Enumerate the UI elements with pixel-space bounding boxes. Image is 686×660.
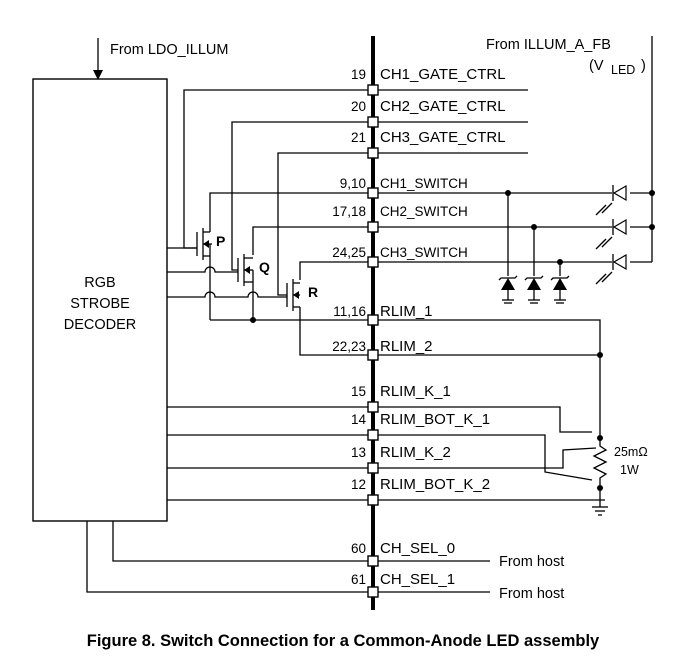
pin-pad-11 bbox=[367, 494, 379, 506]
pin-13: 61 CH_SEL_1 bbox=[351, 571, 455, 598]
sense-resistor bbox=[592, 438, 608, 516]
pin-pad-1 bbox=[367, 116, 379, 128]
led-3-icon bbox=[595, 253, 627, 285]
pin-number-7: 22,23 bbox=[332, 339, 366, 354]
ldo-supply-arrow bbox=[93, 38, 103, 80]
pin-number-2: 21 bbox=[351, 130, 366, 145]
pin-4: 17,18 CH2_SWITCH bbox=[332, 204, 468, 233]
pin-10: 13 RLIM_K_2 bbox=[351, 444, 451, 474]
decoder-label-line2: STROBE bbox=[70, 296, 130, 312]
pin-pad-0 bbox=[367, 84, 379, 96]
pin-name-11: RLIM_BOT_K_2 bbox=[380, 476, 490, 493]
pin-1: 20 CH2_GATE_CTRL bbox=[351, 98, 506, 128]
pin-name-5: CH3_SWITCH bbox=[380, 245, 468, 260]
channel-select-wires bbox=[86, 521, 490, 593]
pin-name-3: CH1_SWITCH bbox=[380, 176, 468, 191]
pin-2: 21 CH3_GATE_CTRL bbox=[351, 129, 506, 159]
pin-name-6: RLIM_1 bbox=[380, 303, 433, 320]
feedback-label: From ILLUM_A_FB bbox=[486, 37, 611, 53]
pin-pad-12 bbox=[367, 555, 379, 567]
pin-number-9: 14 bbox=[351, 412, 367, 427]
resistor-power: 1W bbox=[620, 463, 639, 477]
pin-6: 11,16 RLIM_1 bbox=[333, 303, 433, 326]
transistor-r-label: R bbox=[308, 284, 318, 300]
host-label-1: From host bbox=[499, 586, 564, 602]
decoder-label-line1: RGB bbox=[84, 275, 115, 291]
pin-number-4: 17,18 bbox=[332, 204, 366, 219]
transistor-q bbox=[237, 254, 254, 320]
figure-caption: Figure 8. Switch Connection for a Common… bbox=[87, 632, 600, 650]
transistor-r bbox=[286, 279, 300, 311]
decoder-gate-wires bbox=[167, 247, 287, 298]
pin-pad-9 bbox=[367, 429, 379, 441]
transistor-p bbox=[196, 225, 212, 320]
zener-diode-2-icon bbox=[524, 224, 544, 304]
pin-number-6: 11,16 bbox=[333, 304, 366, 319]
anode-feed-wire bbox=[630, 36, 655, 263]
pin-number-8: 15 bbox=[351, 384, 366, 399]
pin-name-8: RLIM_K_1 bbox=[380, 383, 451, 400]
pin-name-2: CH3_GATE_CTRL bbox=[380, 129, 506, 146]
pin-name-10: RLIM_K_2 bbox=[380, 444, 451, 461]
vled-open: (V bbox=[589, 58, 604, 74]
pin-3: 9,10 CH1_SWITCH bbox=[340, 176, 468, 199]
zener-diode-3-icon bbox=[550, 259, 570, 304]
decoder-block bbox=[32, 78, 168, 522]
pin-pad-8 bbox=[367, 401, 379, 413]
pin-12: 60 CH_SEL_0 bbox=[351, 540, 455, 567]
pin-number-3: 9,10 bbox=[340, 176, 366, 191]
pin-pad-4 bbox=[367, 221, 379, 233]
pin-number-5: 24,25 bbox=[332, 245, 366, 260]
pin-number-0: 19 bbox=[351, 67, 366, 82]
host-label-0: From host bbox=[499, 554, 564, 570]
led-2-icon bbox=[595, 218, 627, 250]
pin-7: 22,23 RLIM_2 bbox=[332, 338, 433, 361]
pin-number-10: 13 bbox=[351, 445, 366, 460]
pin-pad-6 bbox=[367, 314, 379, 326]
pin-pad-10 bbox=[367, 462, 379, 474]
pin-name-7: RLIM_2 bbox=[380, 338, 433, 355]
pin-layer: 19 CH1_GATE_CTRL 20 CH2_GATE_CTRL 21 CH3_GATE… bbox=[332, 66, 506, 598]
pin-number-13: 61 bbox=[351, 572, 366, 587]
pin-5: 24,25 CH3_SWITCH bbox=[332, 245, 468, 268]
pin-0: 19 CH1_GATE_CTRL bbox=[351, 66, 506, 96]
pin-pad-7 bbox=[367, 349, 379, 361]
rlim-wires bbox=[210, 307, 603, 438]
pin-number-1: 20 bbox=[351, 99, 366, 114]
zener-diode-1-icon bbox=[498, 190, 518, 304]
pin-pad-5 bbox=[367, 256, 379, 268]
transistor-p-label: P bbox=[216, 233, 225, 249]
pin-pad-13 bbox=[367, 586, 379, 598]
pin-11: 12 RLIM_BOT_K_2 bbox=[351, 476, 490, 506]
ldo-supply-label: From LDO_ILLUM bbox=[110, 42, 228, 58]
pin-number-12: 60 bbox=[351, 541, 366, 556]
pin-name-4: CH2_SWITCH bbox=[380, 204, 468, 219]
vled-subscript: LED bbox=[611, 63, 635, 77]
pin-pad-3 bbox=[367, 187, 379, 199]
vled-close: ) bbox=[641, 58, 646, 74]
pin-8: 15 RLIM_K_1 bbox=[351, 383, 451, 413]
transistor-q-label: Q bbox=[259, 259, 270, 275]
decoder-label-line3: DECODER bbox=[64, 317, 137, 333]
pin-number-11: 12 bbox=[351, 477, 366, 492]
led-1-icon bbox=[595, 184, 627, 216]
switch-wires bbox=[209, 192, 612, 280]
pin-pad-2 bbox=[367, 147, 379, 159]
pin-name-1: CH2_GATE_CTRL bbox=[380, 98, 506, 115]
pin-name-12: CH_SEL_0 bbox=[380, 540, 455, 557]
pin-name-13: CH_SEL_1 bbox=[380, 571, 455, 588]
pin-9: 14 RLIM_BOT_K_1 bbox=[351, 411, 490, 441]
pin-name-9: RLIM_BOT_K_1 bbox=[380, 411, 490, 428]
pin-name-0: CH1_GATE_CTRL bbox=[380, 66, 506, 83]
resistor-value: 25mΩ bbox=[614, 445, 648, 459]
kelvin-wires bbox=[167, 406, 605, 501]
